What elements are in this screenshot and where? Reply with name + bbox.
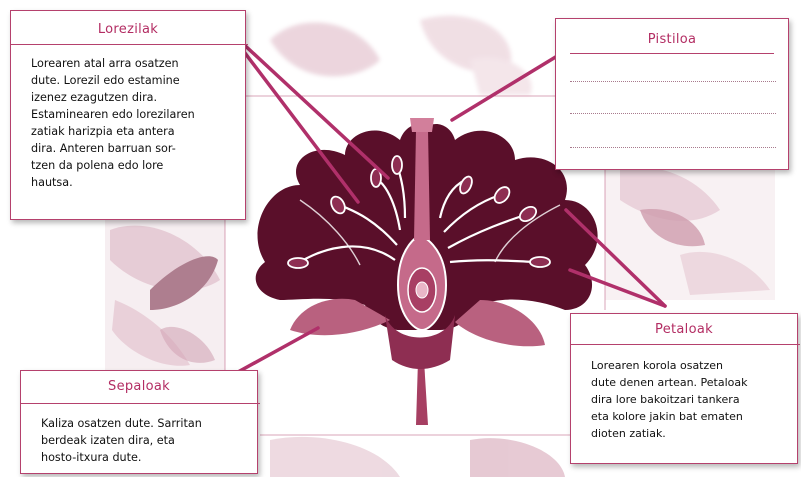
card-pistiloa-rule (570, 53, 774, 54)
answer-line-1[interactable] (570, 81, 776, 82)
card-petaloak-rule (570, 344, 800, 345)
leader-lorezilak-1 (226, 28, 388, 178)
text-line: dira lore bakoitzari tankera (591, 391, 797, 408)
card-petaloak: Petaloak Lorearen korola osatzen dute de… (570, 313, 798, 464)
text-line: tzen da polena edo lore (31, 157, 245, 174)
leader-petaloak-1 (566, 210, 665, 306)
text-line: dute denen artean. Petaloak (591, 374, 797, 391)
answer-line-3[interactable] (570, 147, 776, 148)
leader-petaloak-2 (570, 270, 665, 306)
card-sepaloak-rule (20, 403, 260, 404)
text-line: berdeak izaten dira, eta (41, 432, 257, 449)
text-line: Estaminearen edo lorezilaren (31, 106, 245, 123)
card-sepaloak: Sepaloak Kaliza osatzen dute. Sarritan b… (20, 370, 258, 474)
card-sepaloak-title: Sepaloak (21, 379, 257, 394)
text-line: eta kolore jakin bat ematen (591, 408, 797, 425)
answer-line-2[interactable] (570, 113, 776, 114)
text-line: zatiak harizpia eta antera (31, 123, 245, 140)
text-line: hautsa. (31, 174, 245, 191)
text-line: dute. Lorezil edo estamine (31, 72, 245, 89)
card-lorezilak-title: Lorezilak (11, 22, 245, 37)
card-lorezilak-text: Lorearen atal arra osatzen dute. Lorezil… (31, 55, 245, 191)
card-pistiloa: Pistiloa (555, 18, 789, 170)
text-line: Lorearen korola osatzen (591, 357, 797, 374)
card-petaloak-title: Petaloak (571, 322, 797, 337)
card-lorezilak: Lorezilak Lorearen atal arra osatzen dut… (10, 10, 246, 220)
text-line: hosto-itxura dute. (41, 449, 257, 466)
card-sepaloak-text: Kaliza osatzen dute. Sarritan berdeak iz… (41, 415, 257, 466)
text-line: Kaliza osatzen dute. Sarritan (41, 415, 257, 432)
card-petaloak-text: Lorearen korola osatzen dute denen artea… (591, 357, 797, 442)
text-line: Lorearen atal arra osatzen (31, 55, 245, 72)
text-line: dira. Anteren barruan sor- (31, 140, 245, 157)
text-line: dioten zatiak. (591, 425, 797, 442)
card-pistiloa-title: Pistiloa (556, 32, 788, 47)
text-line: izenez ezagutzen dira. (31, 89, 245, 106)
card-lorezilak-rule (10, 44, 248, 45)
